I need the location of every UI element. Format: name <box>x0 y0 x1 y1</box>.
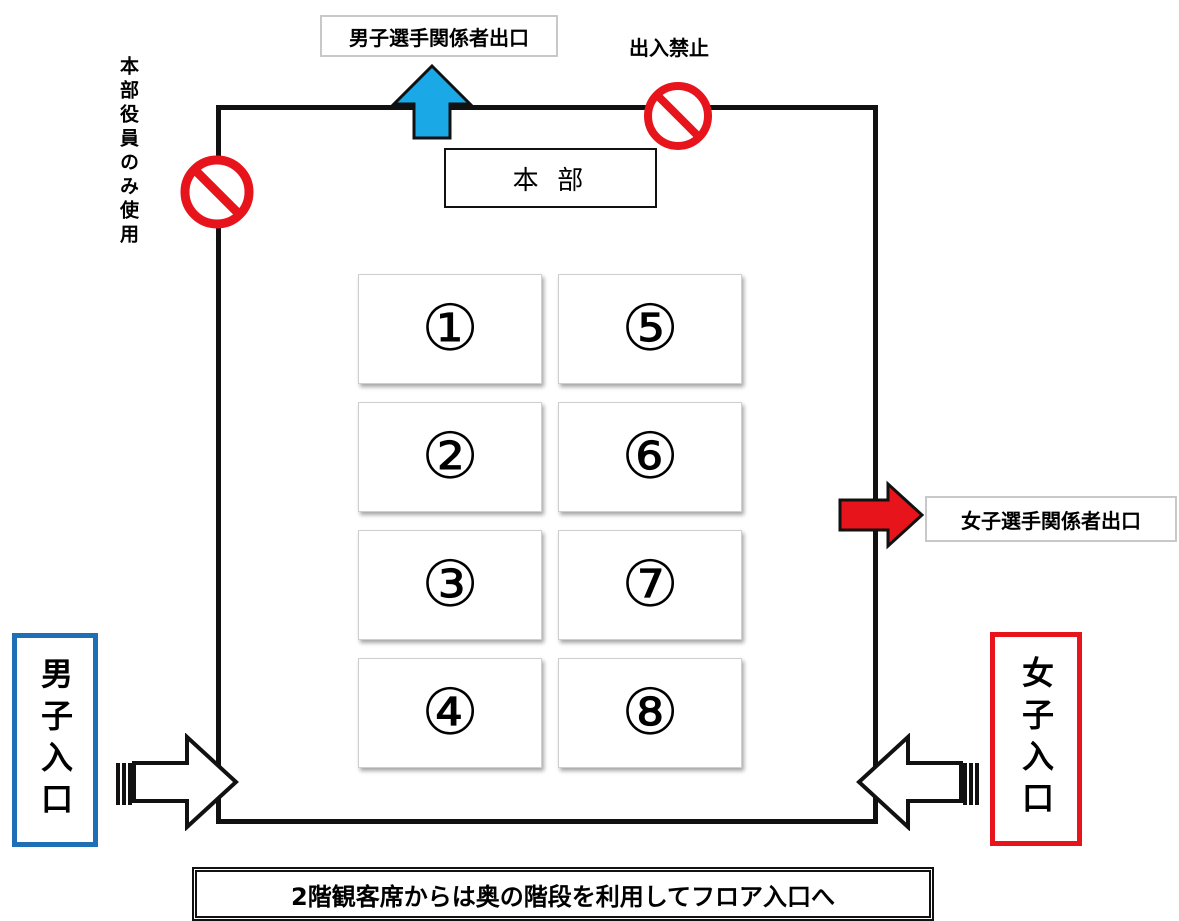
male-staff-exit-label: 男子選手関係者出口 <box>320 15 558 57</box>
headquarters-box: 本 部 <box>444 148 657 208</box>
court-6: ⑥ <box>558 402 742 512</box>
court-5: ⑤ <box>558 274 742 384</box>
up-arrow-icon <box>390 63 474 140</box>
no-entry-icon <box>644 82 712 150</box>
court-2: ② <box>358 402 542 512</box>
male-entrance-sign: 男子入口 <box>12 633 98 847</box>
court-8: ⑧ <box>558 658 742 768</box>
female-entrance-sign: 女子入口 <box>990 632 1082 846</box>
court-4: ④ <box>358 658 542 768</box>
no-entry-label: 出入禁止 <box>629 36 709 60</box>
female-staff-exit-label: 女子選手関係者出口 <box>925 496 1177 542</box>
court-3: ③ <box>358 530 542 640</box>
no-entry-icon <box>180 155 254 229</box>
hollow-arrow-icon <box>116 733 239 831</box>
court-1: ① <box>358 274 542 384</box>
right-arrow-icon <box>838 480 925 550</box>
court-7: ⑦ <box>558 530 742 640</box>
bottom-banner: 2階観客席からは奥の階段を利用してフロア入口へ <box>192 867 934 921</box>
officials-only-label: 本部役員のみ使用 <box>117 56 139 248</box>
hollow-arrow-icon <box>856 733 979 831</box>
hall-floor-outline <box>216 105 878 824</box>
